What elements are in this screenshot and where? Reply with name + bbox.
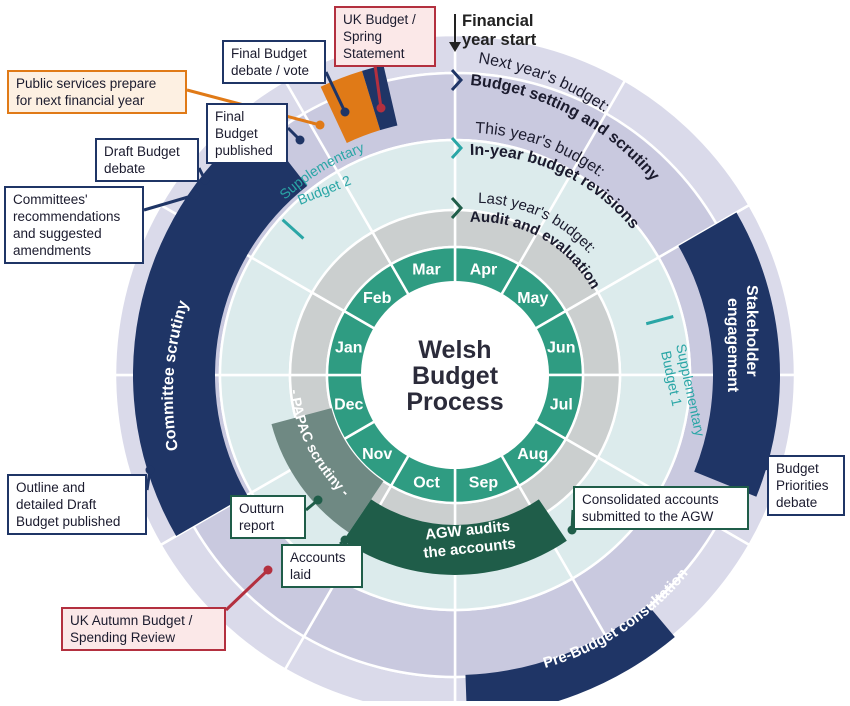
uk-autumn-budget-callout: UK Autumn Budget / Spending Review — [61, 607, 226, 651]
center-title-line3: Process — [406, 388, 503, 416]
uk-budget-line3: Statement — [343, 46, 405, 61]
public-services-line1: Public services prepare — [16, 76, 157, 91]
outline-draft-budget-line2: detailed Draft — [16, 497, 97, 512]
accounts-laid-line2: laid — [290, 567, 312, 582]
budget-priorities-debate-line2: Priorities — [776, 478, 829, 493]
consolidated-accounts-line2: submitted to the AGW — [582, 509, 714, 524]
public-services-line2: for next financial year — [16, 93, 145, 108]
final-budget-published-line2: Budget — [215, 126, 258, 141]
outline-draft-budget-callout: Outline and detailed Draft Budget publis… — [7, 474, 147, 535]
next-year-chevron-icon — [450, 68, 464, 92]
highlight-arcs — [133, 65, 781, 706]
committees-recommendations-line1: Committees' — [13, 192, 88, 207]
budget-priorities-debate-line1: Budget — [776, 461, 819, 476]
draft-budget-debate-callout: Draft Budget debate — [95, 138, 199, 182]
month-label-may: May — [517, 290, 548, 307]
pre-budget-consultation-arc — [465, 604, 675, 706]
accounts-laid-line1: Accounts — [290, 550, 346, 565]
stakeholder-engagement-label: Stakeholder — [743, 285, 760, 377]
final-budget-debate-connector-dot — [340, 107, 350, 117]
arrow-down-icon — [449, 42, 461, 52]
month-label-apr: Apr — [470, 262, 498, 279]
final-budget-debate-callout: Final Budget debate / vote — [222, 40, 326, 84]
committees-recommendations-callout: Committees' recommendations and suggeste… — [4, 186, 144, 264]
uk-autumn-budget-connector — [224, 568, 270, 612]
uk-budget-connector-dot — [376, 103, 386, 113]
committee-scrutiny-arc — [133, 121, 308, 537]
papac-scrutiny-arc — [271, 408, 384, 533]
month-label-jul: Jul — [550, 396, 573, 413]
month-label-aug: Aug — [517, 446, 548, 463]
final-budget-published-callout: Final Budget published — [206, 103, 288, 164]
outline-draft-budget-line3: Budget published — [16, 514, 121, 529]
last-year-chevron-icon — [450, 196, 464, 220]
center-title-line2: Budget — [412, 362, 499, 390]
final-budget-debate-line2: debate / vote — [231, 63, 310, 78]
final-budget-published-line3: published — [215, 143, 273, 158]
supplementary-budget-1-bar — [645, 315, 674, 326]
uk-budget-line2: Spring — [343, 29, 383, 44]
uk-budget-line1: UK Budget / — [343, 12, 416, 27]
draft-budget-debate-connector-dot — [200, 175, 210, 185]
outline-draft-budget-line1: Outline and — [16, 480, 86, 495]
outturn-report-line1: Outturn — [239, 501, 285, 516]
uk-budget-callout: UK Budget / Spring Statement — [334, 6, 436, 67]
committees-recommendations-line2: recommendations — [13, 209, 121, 224]
supplementary-budget-2-bar — [281, 218, 305, 240]
month-label-nov: Nov — [362, 446, 392, 463]
agw-audits-arc — [343, 499, 567, 575]
consolidated-accounts-line1: Consolidated accounts — [582, 492, 719, 507]
draft-budget-debate-line2: debate — [104, 161, 146, 176]
month-label-jan: Jan — [335, 340, 363, 357]
consolidated-accounts-callout: Consolidated accounts submitted to the A… — [573, 486, 749, 530]
final-budget-published-line1: Final — [215, 109, 245, 124]
callout-connectors — [143, 64, 770, 612]
financial-year-start-line1: Financial — [462, 12, 534, 30]
center-disc — [361, 281, 549, 469]
uk-autumn-budget-line1: UK Autumn Budget / — [70, 613, 193, 628]
accounts-laid-callout: Accounts laid — [281, 544, 363, 588]
uk-budget-connector — [373, 64, 383, 109]
financial-year-start-line2: year start — [462, 31, 537, 49]
budget-priorities-debate-callout: Budget Priorities debate — [767, 455, 845, 516]
financial-year-start-label: Financial year start — [462, 12, 536, 50]
committees-recommendations-line3: and suggested — [13, 226, 102, 241]
stakeholder-engagement-sublabel: engagement — [724, 298, 741, 393]
committees-recommendations-line4: amendments — [13, 243, 92, 258]
month-label-dec: Dec — [334, 396, 363, 413]
stakeholder-engagement-arc — [678, 212, 781, 497]
month-label-sep: Sep — [469, 474, 499, 491]
month-label-oct: Oct — [413, 474, 440, 491]
final-budget-debate-line1: Final Budget — [231, 46, 307, 61]
outline-draft-budget-connector-dot — [145, 465, 155, 475]
draft-budget-debate-line1: Draft Budget — [104, 144, 180, 159]
accounts-laid-connector-dot — [340, 535, 350, 545]
committees-recommendations-connector-dot — [190, 190, 200, 200]
center-title-line1: Welsh — [418, 336, 491, 364]
final-budget-debate-connector — [324, 71, 347, 113]
committees-recommendations-connector — [143, 193, 196, 212]
budget-priorities-debate-line3: debate — [776, 495, 818, 510]
public-services-connector-dot — [315, 120, 325, 130]
this-year-chevron-icon — [450, 136, 464, 160]
uk-autumn-budget-connector-dot — [263, 565, 273, 575]
outturn-report-connector-dot — [313, 495, 323, 505]
month-label-jun: Jun — [547, 340, 575, 357]
uk-autumn-budget-line2: Spending Review — [70, 630, 176, 645]
month-label-mar: Mar — [412, 262, 440, 279]
month-label-feb: Feb — [363, 290, 392, 307]
public-services-callout: Public services prepare for next financi… — [7, 70, 187, 114]
outturn-report-callout: Outturn report — [230, 495, 306, 539]
outturn-report-line2: report — [239, 518, 275, 533]
final-budget-published-connector-dot — [295, 135, 305, 145]
